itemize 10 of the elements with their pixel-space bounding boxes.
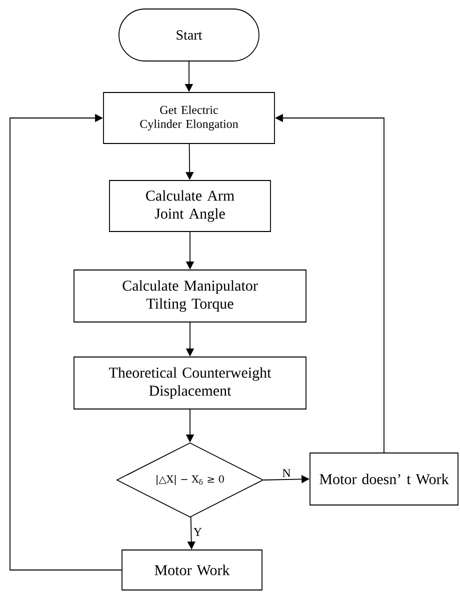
edge-label: N <box>282 469 291 478</box>
process-box: Calculate Manipulator Tilting Torque <box>74 270 306 322</box>
process-box: Theoretical Counterweight Displacement <box>74 356 306 410</box>
edge-label: Y <box>194 528 202 536</box>
start-terminal: Start <box>118 8 260 62</box>
process-box: Get Electric Cylinder Elongation <box>103 92 275 144</box>
process-box: Motor Work <box>122 550 262 590</box>
arrow <box>10 114 122 570</box>
process-box: Calculate Arm Joint Angle <box>109 180 271 232</box>
process-box: Motor doesn’ t Work <box>310 452 458 506</box>
